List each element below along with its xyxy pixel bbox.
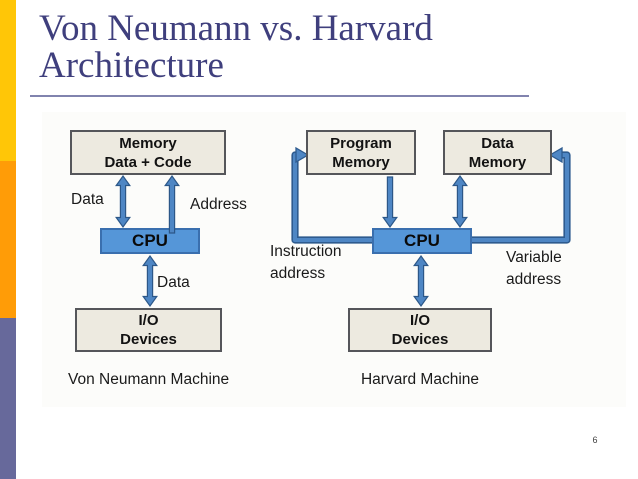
vn-io-data-label: Data <box>157 274 190 291</box>
harvard-cpu-label: CPU <box>404 231 440 250</box>
instruction-address-label-line1: Instruction <box>270 243 342 260</box>
title-underline <box>30 95 529 97</box>
accent-band-yellow <box>0 0 16 161</box>
vn-cpu-box: CPU <box>100 228 200 254</box>
harvard-program-memory-line2: Memory <box>332 153 390 171</box>
harvard-data-memory-line1: Data <box>481 134 514 152</box>
harvard-program-memory-line1: Program <box>330 134 392 152</box>
accent-band-orange <box>0 161 16 318</box>
vn-address-label: Address <box>190 196 247 213</box>
vn-io-devices-box: I/O Devices <box>75 308 222 352</box>
harvard-program-memory-box: Program Memory <box>306 130 416 175</box>
accent-band-purple <box>0 318 16 479</box>
instruction-address-label: Instruction address <box>270 241 342 285</box>
instruction-address-label-line2: address <box>270 265 326 282</box>
harvard-data-memory-box: Data Memory <box>443 130 552 175</box>
variable-address-label-line1: Variable <box>506 249 562 266</box>
vn-io-label-line1: I/O <box>138 312 159 329</box>
harvard-io-label-line2: Devices <box>391 331 449 348</box>
variable-address-label-line2: address <box>506 271 562 288</box>
vn-memory-box: Memory Data + Code <box>70 130 226 175</box>
slide-title-line2: Architecture <box>39 45 224 86</box>
slide-title-line1: Von Neumann vs. Harvard <box>39 8 433 49</box>
vn-memory-label-line2: Data + Code <box>104 153 192 171</box>
harvard-io-devices-box: I/O Devices <box>348 308 492 352</box>
slide-title: Von Neumann vs. Harvard Architecture <box>39 10 599 84</box>
harvard-cpu-box: CPU <box>372 228 472 254</box>
vn-data-label: Data <box>71 191 104 208</box>
variable-address-label: Variable address <box>506 247 562 291</box>
vn-memory-label-line1: Memory <box>119 134 177 152</box>
vn-io-label-line2: Devices <box>120 331 177 348</box>
vn-cpu-label: CPU <box>132 231 168 250</box>
harvard-data-memory-line2: Memory <box>468 153 527 171</box>
harvard-io-label-line1: I/O <box>409 312 430 329</box>
page-number: 6 <box>592 435 598 445</box>
harvard-machine-caption: Harvard Machine <box>360 371 480 388</box>
vn-machine-caption: Von Neumann Machine <box>68 371 230 388</box>
